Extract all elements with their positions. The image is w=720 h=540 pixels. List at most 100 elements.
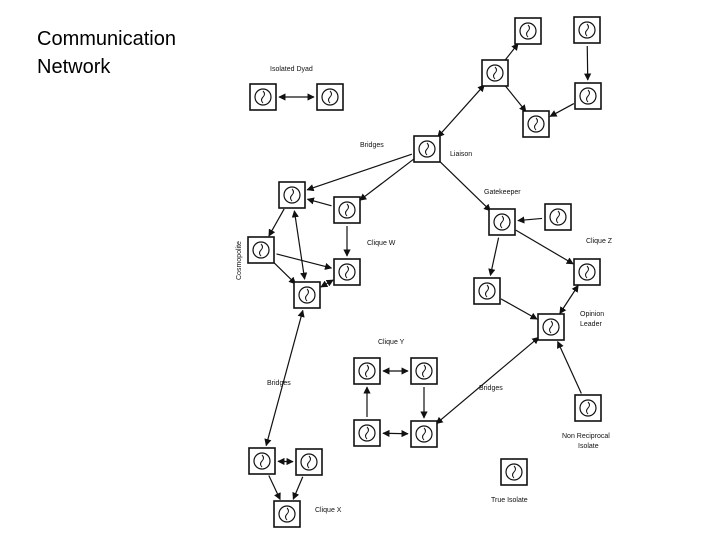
node-t1 <box>514 17 542 45</box>
slide-title: Communication Network <box>37 25 176 81</box>
network-nodes <box>247 16 602 528</box>
label-clique-y: Clique Y <box>378 339 405 346</box>
node-circle-icon <box>253 452 271 470</box>
node-circle-icon <box>549 208 567 226</box>
title-line-1: Communication <box>37 28 176 50</box>
label-clique-z: Clique Z <box>586 238 613 245</box>
node-squiggle-icon <box>586 401 590 415</box>
link-w3-w4 <box>276 253 333 270</box>
node-circle-icon <box>519 22 537 40</box>
node-circle-icon <box>505 463 523 481</box>
node-y3 <box>353 419 381 447</box>
node-box <box>481 59 509 87</box>
label-bridges-top: Bridges <box>360 142 384 149</box>
node-circle-icon <box>252 241 270 259</box>
label-isolated-dyad: Isolated Dyad <box>270 66 313 73</box>
link-liaison-w2 <box>359 158 415 201</box>
node-squiggle-icon <box>305 288 309 302</box>
link-t3-t1 <box>504 43 519 61</box>
node-z2 <box>573 258 601 286</box>
node-w4 <box>333 258 361 286</box>
node-circle-icon <box>278 505 296 523</box>
node-circle-icon <box>486 64 504 82</box>
link-opinion-y4 <box>435 336 540 425</box>
diagram-labels: Isolated Dyad Bridges Liaison Gatekeeper… <box>236 66 613 514</box>
node-box <box>522 110 550 138</box>
node-t2 <box>573 16 601 44</box>
node-circle-icon <box>358 424 376 442</box>
link-w5-x1 <box>264 309 305 447</box>
node-circle-icon <box>338 263 356 281</box>
node-squiggle-icon <box>549 320 553 334</box>
link-liaison-w1 <box>306 153 413 192</box>
node-z1 <box>544 203 572 231</box>
node-circle-icon <box>578 263 596 281</box>
node-t4 <box>574 82 602 110</box>
node-isolate <box>500 458 528 486</box>
link-mid-opinion <box>500 298 538 320</box>
link-x1-x3 <box>268 475 281 501</box>
node-squiggle-icon <box>422 427 426 441</box>
node-squiggle-icon <box>526 24 530 38</box>
node-circle-icon <box>338 201 356 219</box>
node-squiggle-icon <box>260 454 264 468</box>
node-box <box>573 16 601 44</box>
node-squiggle-icon <box>261 90 265 104</box>
link-z1-gate <box>517 216 543 224</box>
label-opinion-leader-1: Opinion <box>580 311 604 318</box>
label-bridges-right: Bridges <box>479 385 503 392</box>
node-dyadA <box>249 83 277 111</box>
label-clique-w: Clique W <box>367 240 396 247</box>
node-circle-icon <box>493 213 511 231</box>
node-squiggle-icon <box>422 364 426 378</box>
node-squiggle-icon <box>585 23 589 37</box>
label-true-isolate: True Isolate <box>491 497 528 504</box>
node-circle-icon <box>579 399 597 417</box>
node-circle-icon <box>579 87 597 105</box>
link-nri-opinion <box>557 340 582 394</box>
node-squiggle-icon <box>345 265 349 279</box>
node-liaison <box>413 135 441 163</box>
link-t2-t4 <box>584 45 592 81</box>
link-z2-opinion <box>559 284 579 315</box>
node-y2 <box>410 357 438 385</box>
title-line-2: Network <box>37 56 111 78</box>
node-circle-icon <box>415 362 433 380</box>
node-squiggle-icon <box>512 465 516 479</box>
link-gate-mid <box>488 237 500 277</box>
link-w1-w3 <box>268 208 285 237</box>
label-non-reciprocal-2: Isolate <box>578 443 599 450</box>
node-t3 <box>481 59 509 87</box>
link-liaison-t3 <box>437 84 485 138</box>
node-circle-icon <box>298 286 316 304</box>
node-x3 <box>273 500 301 528</box>
node-circle-icon <box>478 282 496 300</box>
node-y4 <box>410 420 438 448</box>
node-circle-icon <box>542 318 560 336</box>
node-circle-icon <box>415 425 433 443</box>
node-squiggle-icon <box>500 215 504 229</box>
link-x2-x3 <box>292 476 304 500</box>
node-circle-icon <box>254 88 272 106</box>
label-cosmopolite: Cosmopolite <box>236 241 243 280</box>
node-gate <box>488 208 516 236</box>
node-circle-icon <box>358 362 376 380</box>
node-squiggle-icon <box>585 265 589 279</box>
link-w1-w5 <box>291 210 308 280</box>
label-liaison: Liaison <box>450 151 472 158</box>
node-squiggle-icon <box>534 117 538 131</box>
node-circle-icon <box>283 186 301 204</box>
node-mid <box>473 277 501 305</box>
node-w2 <box>333 196 361 224</box>
node-squiggle-icon <box>493 66 497 80</box>
link-liaison-gate <box>438 159 492 212</box>
label-non-reciprocal-1: Non Reciprocal <box>562 433 610 440</box>
link-w2-w1 <box>306 197 332 207</box>
node-squiggle-icon <box>328 90 332 104</box>
link-w4-w5 <box>320 279 334 288</box>
node-y1 <box>353 357 381 385</box>
node-box <box>247 236 275 264</box>
node-nri <box>574 394 602 422</box>
node-squiggle-icon <box>345 203 349 217</box>
